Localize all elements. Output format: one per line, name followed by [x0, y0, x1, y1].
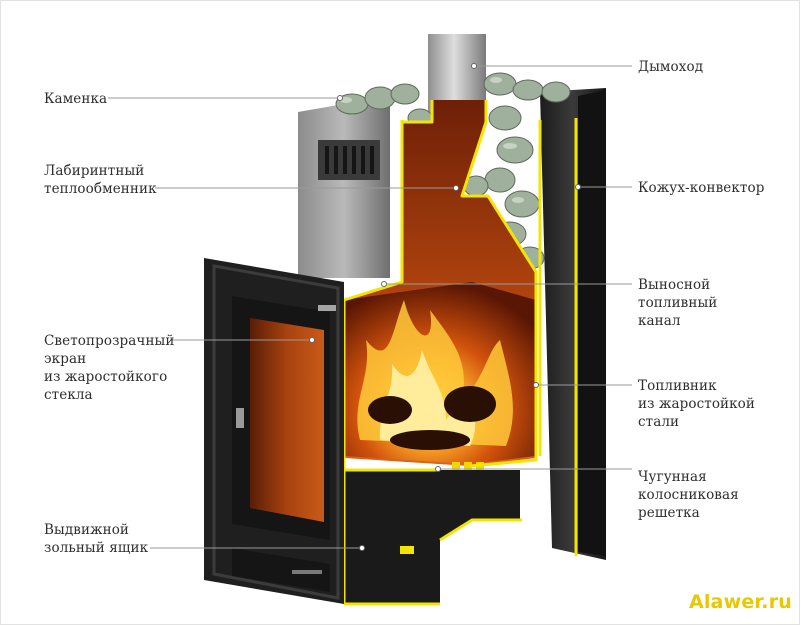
label-ash-drawer: Выдвижной зольный ящик [44, 522, 149, 556]
label-cast-iron-grate: Чугунная колосниковая решетка [638, 469, 739, 521]
door-glass-panel [250, 318, 324, 522]
logs [368, 386, 496, 450]
label-firebox: Топливник из жаростойкой стали [638, 378, 756, 430]
leader-dots [309, 63, 581, 551]
stove-back-body [298, 96, 390, 278]
label-chimney: Дымоход [638, 59, 704, 75]
door-handle [236, 408, 244, 428]
label-labyrinth-heat-exchanger: Лабиринтный теплообменник [44, 163, 157, 197]
ash-drawer-section [344, 470, 520, 604]
leader-lines [108, 65, 632, 549]
ash-drawer-front [232, 548, 330, 592]
firebox-door [204, 258, 344, 604]
label-kamenka: Каменка [44, 91, 108, 107]
label-glass-screen: Светопрозрачный экран из жаростойкого ст… [44, 333, 175, 403]
sauna-stones [335, 72, 571, 270]
watermark: Alawer.ru [688, 591, 792, 613]
label-fuel-channel: Выносной топливный канал [638, 277, 718, 329]
label-convector-casing: Кожух-конвектор [638, 180, 765, 196]
